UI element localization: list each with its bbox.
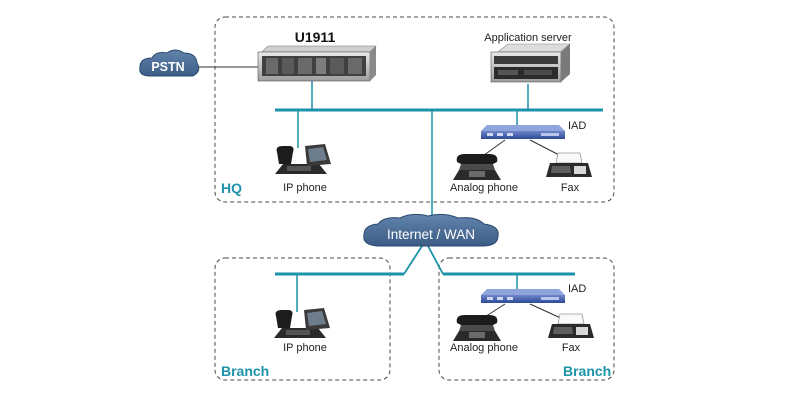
hq-ip-phone-icon [275,144,331,174]
internet-wan-label: Internet / WAN [387,227,475,242]
branch-left-ip-phone-label: IP phone [283,342,327,354]
hq-fax-icon [545,152,593,178]
branch-right-fax-label: Fax [562,342,581,354]
hq-region-frame [214,16,615,203]
pstn-label: PSTN [151,60,184,74]
hq-iad-label: IAD [568,120,586,132]
branch-right-fax-icon [547,313,595,339]
u1911-label: U1911 [295,29,336,45]
branch-left-ip-phone-icon [274,308,330,338]
hq-ip-phone-label: IP phone [283,182,327,194]
hq-iad-icon [481,125,565,139]
branch-right-region-label: Branch [563,363,611,379]
hq-region-label: HQ [221,180,242,196]
branch-right-region-frame [438,257,615,381]
hq-fax-label: Fax [561,182,580,194]
u1911-rack-icon [257,45,377,82]
branch-right-analog-phone-icon [453,315,501,341]
application-server-icon [490,43,571,83]
internet-wan-cloud-icon [363,213,499,247]
branch-right-analog-phone-label: Analog phone [450,342,518,354]
pstn-cloud-icon [139,49,200,77]
wan-branch-right-link [427,245,444,275]
branch-right-iad-icon [481,289,565,303]
branch-right-iad-label: IAD [568,283,586,295]
wan-branch-left-link [403,245,423,275]
branch-left-region-frame [214,257,391,381]
hq-analog-phone-label: Analog phone [450,182,518,194]
branch-left-region-label: Branch [221,363,269,379]
hq-analog-phone-icon [453,154,501,180]
application-server-label: Application server [484,32,572,44]
